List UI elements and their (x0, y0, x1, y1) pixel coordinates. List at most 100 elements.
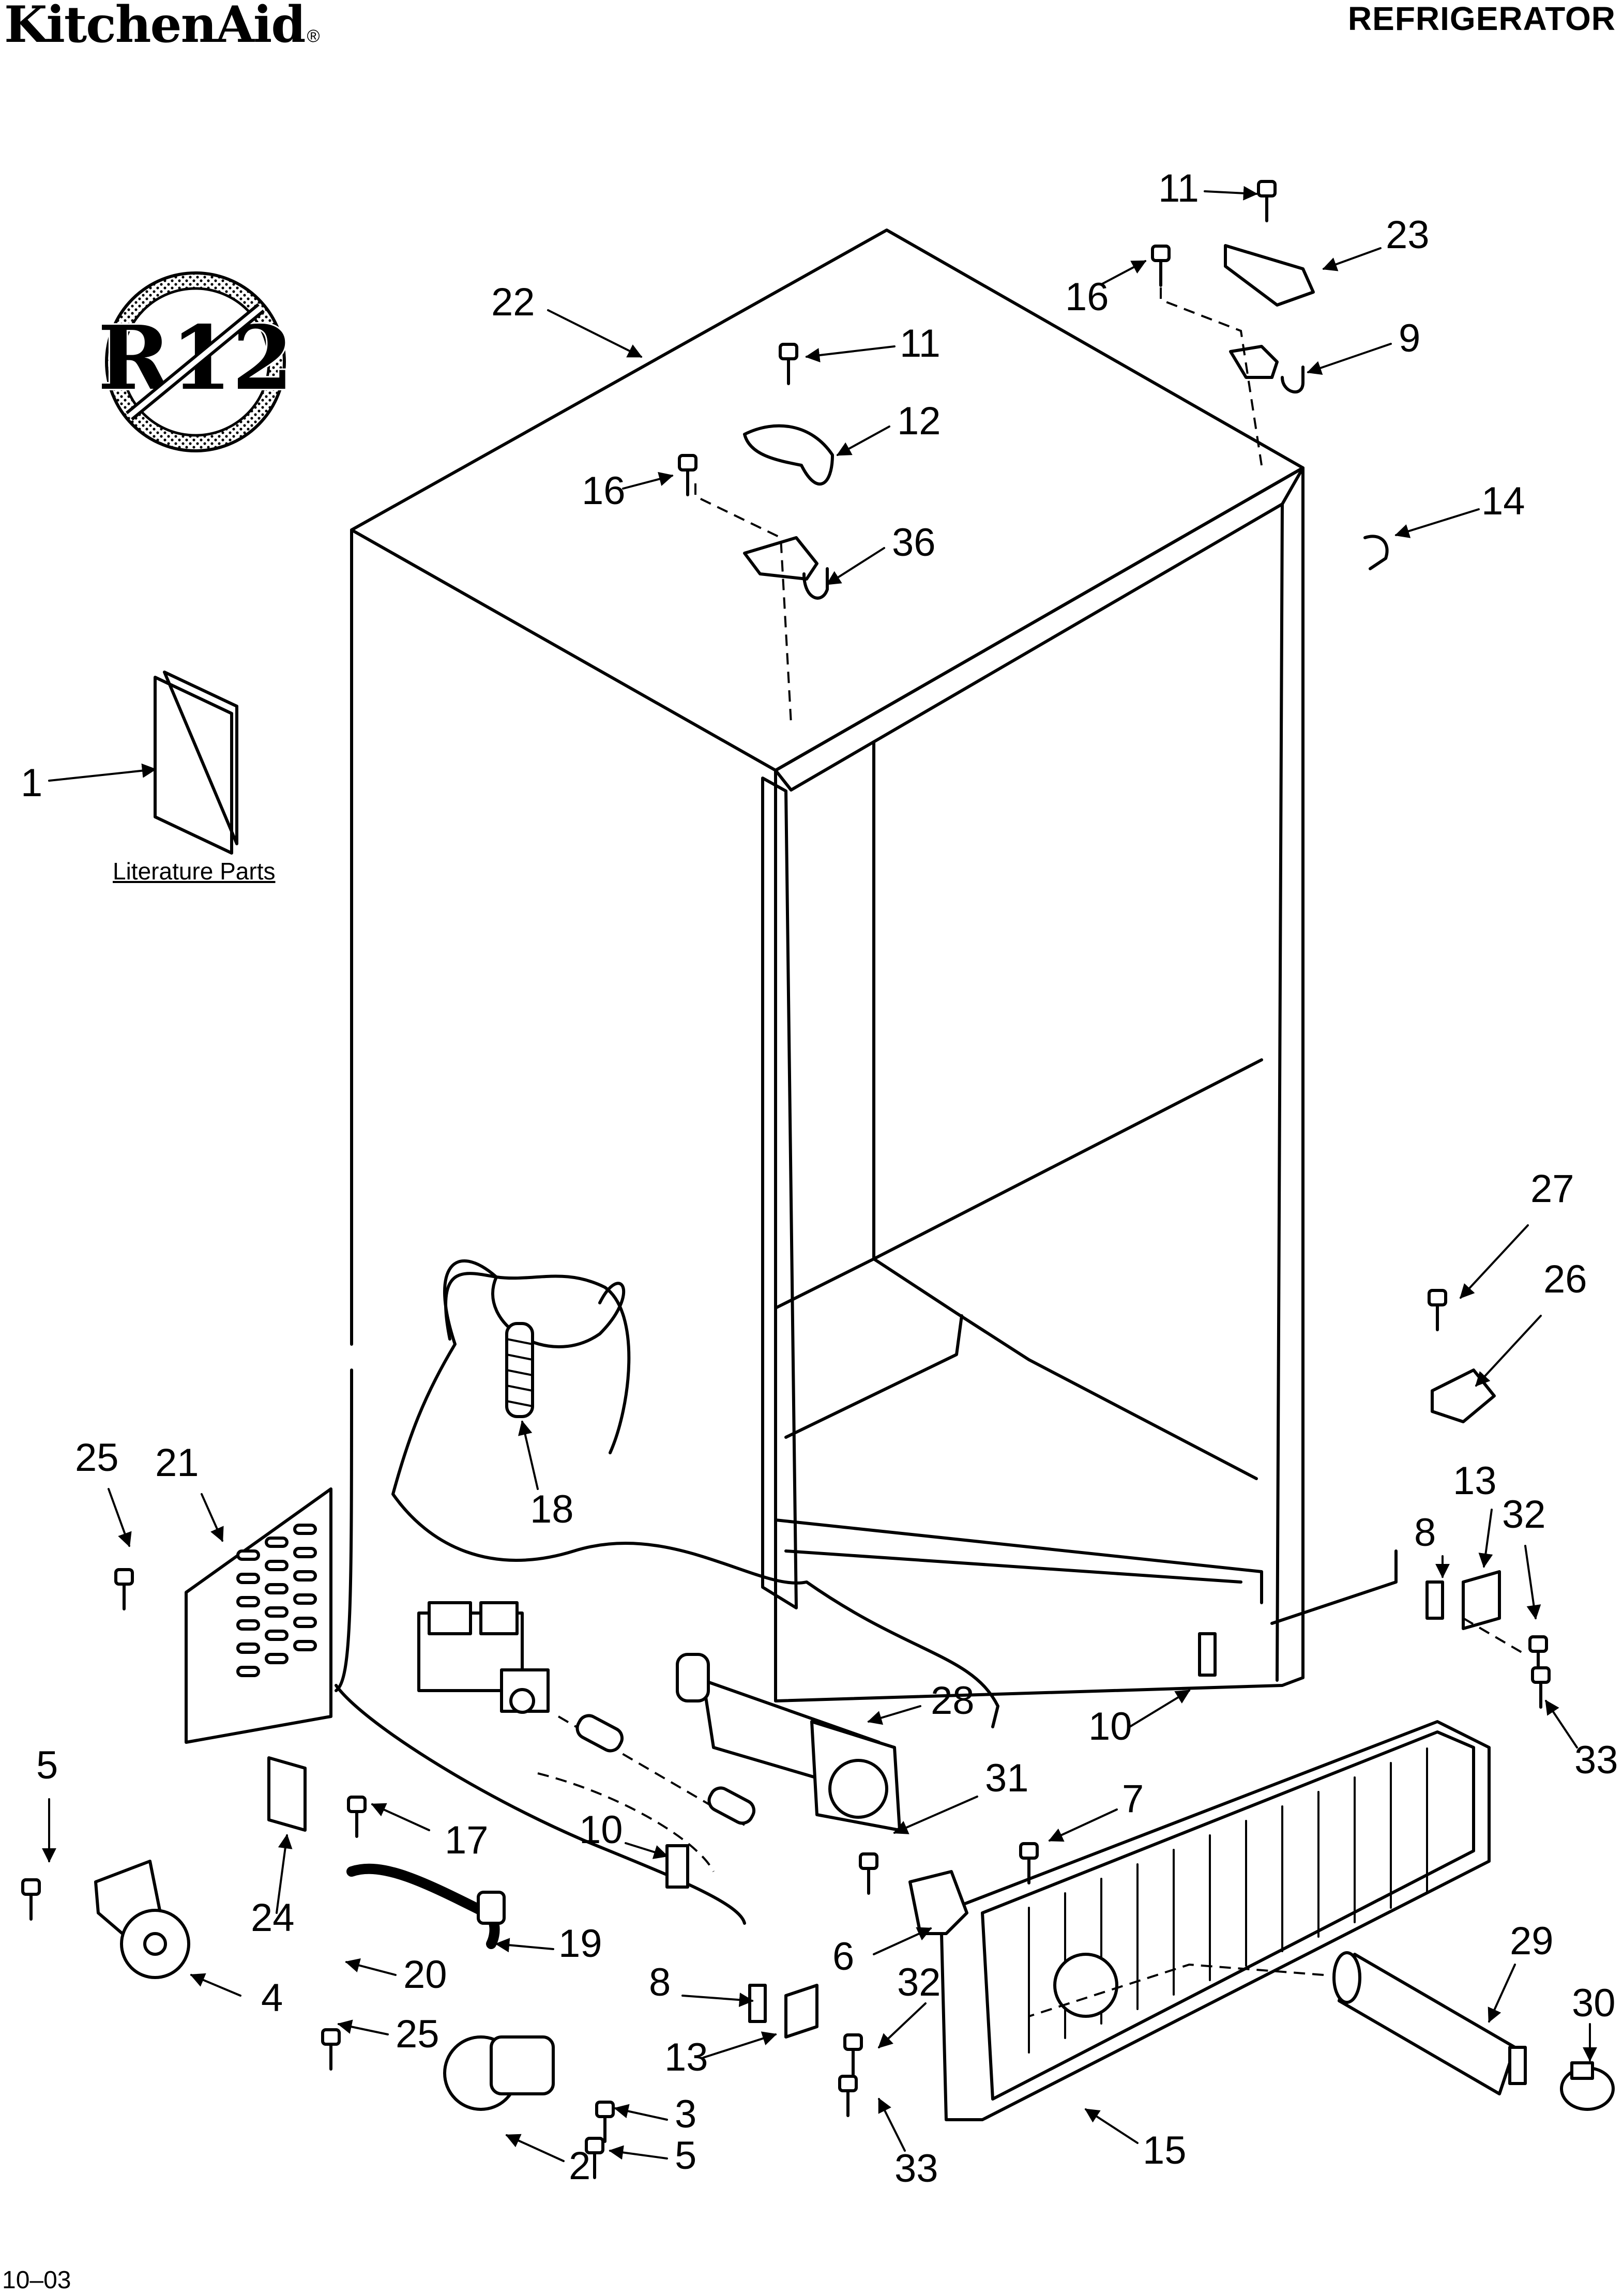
water-filter-part (1332, 1951, 1527, 2095)
leader-arrow (1524, 1545, 1541, 1620)
leader-arrow (1460, 1224, 1529, 1299)
machine-compartment-cutaway (335, 1259, 999, 1925)
toe-grille-bracket-part (908, 1870, 968, 1935)
front-roller-part (443, 2035, 555, 2111)
vent-slot (265, 1606, 289, 1618)
vent-slot (265, 1653, 289, 1664)
leader-arrow (1545, 1699, 1578, 1748)
vent-slot (293, 1617, 317, 1628)
door-stop-part (1431, 1369, 1496, 1423)
callout-label: 2 (569, 2144, 590, 2188)
callout-label: 9 (1399, 316, 1420, 360)
rear-roller-part (94, 1860, 190, 1979)
leader-arrow (867, 1705, 921, 1725)
drain-tube-part (537, 1714, 756, 1872)
callout-label: 12 (897, 399, 941, 443)
registered-mark: ® (307, 26, 320, 46)
callout-label: 1 (21, 761, 42, 805)
callout-label: 26 (1543, 1257, 1587, 1301)
leader-arrow (345, 1958, 397, 1976)
brand-name: KitchenAid (4, 0, 306, 54)
literature-parts-label: Literature Parts (113, 858, 276, 885)
screw-icon (678, 454, 697, 496)
leader-arrow (371, 1803, 430, 1831)
page-title: REFRIGERATOR (1347, 0, 1616, 37)
leader-arrow (1100, 260, 1147, 285)
leader-arrow (1129, 1690, 1191, 1728)
leader-arrow (805, 345, 896, 362)
screw-icon (1531, 1666, 1551, 1709)
leader-arrow (1084, 2108, 1139, 2144)
vent-slot (293, 1593, 317, 1605)
leader-arrow (547, 309, 643, 358)
leader-arrow (505, 2134, 565, 2162)
callout-label: 5 (675, 2134, 696, 2178)
callout-label: 17 (445, 1818, 489, 1862)
callout-label: 14 (1481, 479, 1525, 523)
leader-arrow (1048, 1808, 1118, 1842)
callout-label: 30 (1572, 1981, 1616, 2025)
leader-arrow (826, 547, 885, 585)
callout-label: 21 (155, 1441, 199, 1485)
leader-arrow (48, 763, 157, 782)
leader-arrow (614, 2104, 668, 2121)
screw-icon (321, 2028, 341, 2071)
callout-label: 13 (664, 2035, 708, 2079)
leader-arrow (108, 1488, 132, 1547)
screw-icon (585, 2137, 604, 2179)
callout-label: 32 (1502, 1493, 1546, 1537)
literature-booklet (154, 671, 238, 855)
callout-label: 29 (1510, 1919, 1554, 1963)
vent-slot (265, 1583, 289, 1594)
callout-label: 15 (1143, 2128, 1187, 2172)
callout-label: 28 (931, 1679, 975, 1723)
callout-label: 23 (1386, 213, 1430, 257)
leader-arrow (337, 2019, 389, 2035)
brand-logo: KitchenAid® (4, 0, 320, 50)
callout-label: 8 (649, 1960, 671, 2004)
leader-lines (42, 186, 1597, 2162)
vent-slot (293, 1640, 317, 1651)
leader-arrow (609, 2145, 668, 2160)
leader-arrow (625, 1842, 669, 1859)
leader-arrow (1478, 1509, 1493, 1568)
vent-slot (265, 1537, 289, 1548)
callout-label: 11 (900, 322, 941, 366)
vent-slot (265, 1560, 289, 1571)
callout-label: 19 (558, 1922, 602, 1966)
leader-arrow (1322, 247, 1382, 271)
screw-icon (838, 2075, 858, 2117)
leader-arrow (1204, 186, 1258, 201)
callout-label: 16 (1065, 275, 1109, 319)
callout-label: 25 (75, 1436, 119, 1480)
bracket-part (665, 1844, 689, 1889)
defrost-coil-part (505, 1322, 534, 1418)
leader-arrow (681, 1993, 754, 2008)
vent-slot (265, 1630, 289, 1641)
vent-slot (293, 1547, 317, 1558)
screw-icon (779, 343, 798, 385)
screw-hardware (21, 180, 1551, 2179)
screw-icon (1257, 180, 1277, 222)
hinge-part (267, 1756, 307, 1832)
water-valve-part (417, 1601, 550, 1714)
callout-label: 10 (1088, 1705, 1132, 1748)
vent-slot (236, 1596, 260, 1607)
callout-label: 8 (1414, 1511, 1436, 1555)
callout-label: 20 (403, 1953, 447, 1997)
callout-label: 7 (1122, 1777, 1144, 1821)
callout-label: 32 (897, 1960, 941, 2004)
screw-icon (1019, 1842, 1039, 1884)
leader-arrow (836, 425, 890, 456)
leader-arrow (201, 1493, 224, 1542)
leader-arrow (276, 1834, 293, 1914)
toe-grille-part (939, 1720, 1491, 2121)
leader-arrow (495, 1938, 554, 1953)
callout-label: 33 (1574, 1738, 1618, 1782)
screw-icon (859, 1852, 878, 1895)
callout-label: 3 (675, 2092, 696, 2136)
leader-arrow (1488, 1964, 1516, 2023)
callout-label: 16 (582, 469, 626, 513)
